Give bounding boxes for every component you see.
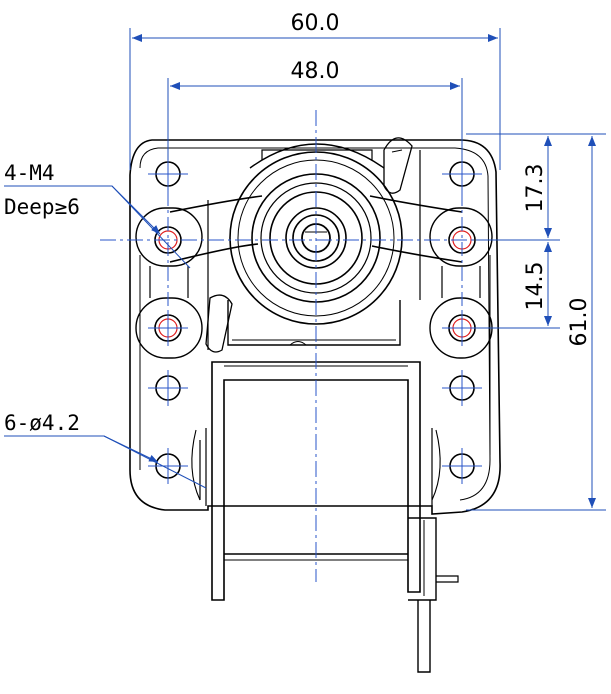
coil-body xyxy=(211,361,421,601)
leader-lines xyxy=(4,185,207,489)
terminal-pin xyxy=(436,575,459,583)
terminal-block xyxy=(408,517,437,601)
right-upper-lug xyxy=(429,207,493,267)
callout-hole-spec: 6-ø4.2 xyxy=(4,411,80,435)
dim-overall-height: 61.0 xyxy=(567,298,592,347)
dim-upper-offset: 17.3 xyxy=(523,164,548,213)
mounting-holes xyxy=(155,161,475,479)
callout-thread-size: 4-M4 xyxy=(4,161,55,185)
motor-body xyxy=(129,137,501,673)
terminal-lead xyxy=(417,600,431,673)
bracket-arm xyxy=(169,195,463,263)
callout-thread-depth: Deep≥6 xyxy=(4,195,80,219)
left-lower-lug xyxy=(135,297,203,359)
dim-lower-offset: 14.5 xyxy=(523,262,548,311)
dim-hole-spacing: 48.0 xyxy=(291,59,340,84)
dim-overall-width: 60.0 xyxy=(291,11,340,36)
leader-hole xyxy=(4,435,159,463)
left-upper-lug xyxy=(135,207,203,267)
centerlines xyxy=(100,110,500,582)
mounting-plate xyxy=(129,139,501,515)
dimension-lines xyxy=(129,28,606,511)
